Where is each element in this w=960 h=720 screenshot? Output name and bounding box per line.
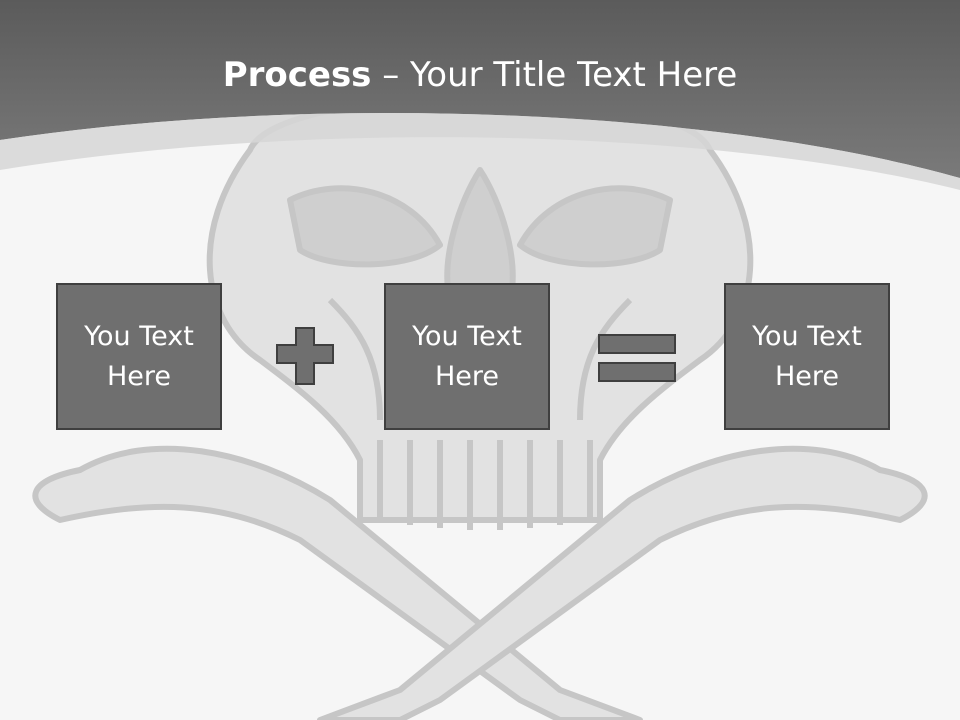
process-box-3-text: You Text Here <box>752 320 862 392</box>
process-box-1-text: You Text Here <box>84 320 194 392</box>
header-band <box>0 0 960 178</box>
title-rest: – Your Title Text Here <box>371 55 738 95</box>
header-highlight <box>0 112 960 190</box>
process-box-2[interactable]: You Text Here <box>384 283 550 430</box>
slide-title: Process – Your Title Text Here <box>0 54 960 96</box>
skull-crossbones-watermark <box>32 94 928 720</box>
title-bold: Process <box>222 55 372 95</box>
process-box-3[interactable]: You Text Here <box>724 283 890 430</box>
process-box-2-text: You Text Here <box>412 320 522 392</box>
process-box-1[interactable]: You Text Here <box>56 283 222 430</box>
